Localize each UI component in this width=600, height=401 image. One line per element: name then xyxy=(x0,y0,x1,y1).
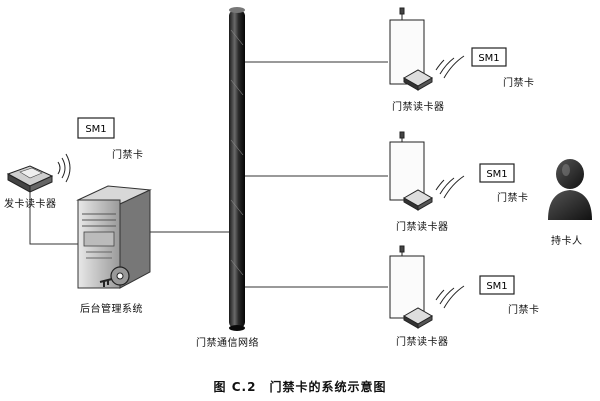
reader-label-top: 门禁读卡器 xyxy=(392,102,445,113)
card-label-top: 门禁卡 xyxy=(503,78,535,89)
card-holder-label: 持卡人 xyxy=(551,236,583,247)
door-reader-icon xyxy=(389,7,434,329)
link-issuer-reader xyxy=(29,190,78,245)
reader-label-bot: 门禁读卡器 xyxy=(396,337,449,348)
card-label-bot: 门禁卡 xyxy=(508,305,540,316)
wireless-waves-icon xyxy=(57,55,465,309)
connection-lines xyxy=(29,61,388,288)
figure-caption: 图 C.2 门禁卡的系统示意图 xyxy=(213,380,387,394)
issuer-card-label: 门禁卡 xyxy=(112,150,144,161)
sm1-card-icon xyxy=(77,47,515,295)
card-reader-icon xyxy=(6,165,54,193)
sm1-label-mid: SM1 xyxy=(486,169,507,180)
sm1-label-issuer: SM1 xyxy=(85,124,106,135)
sm1-label-top: SM1 xyxy=(478,53,499,64)
person-icon xyxy=(548,159,592,220)
issuer-reader-label: 发卡读卡器 xyxy=(4,199,57,210)
sm1-label-bot: SM1 xyxy=(486,281,507,292)
server-label: 后台管理系统 xyxy=(80,304,143,315)
network-label: 门禁通信网络 xyxy=(196,338,259,349)
card-label-mid: 门禁卡 xyxy=(497,193,529,204)
network-backbone-icon xyxy=(229,7,245,331)
reader-label-mid: 门禁读卡器 xyxy=(396,222,449,233)
server-icon xyxy=(76,185,152,289)
